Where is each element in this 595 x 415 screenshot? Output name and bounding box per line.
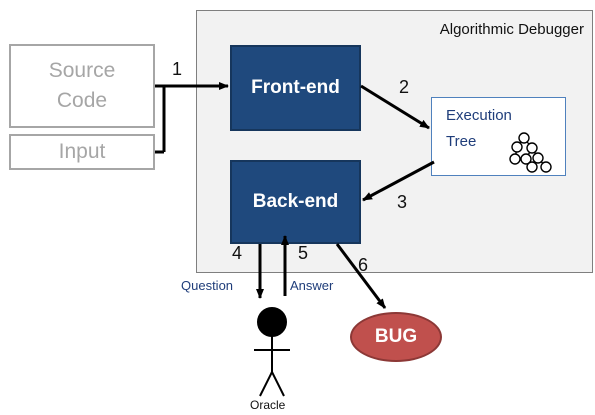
back-end-box: Back-end (230, 160, 361, 244)
front-end-box: Front-end (230, 45, 361, 131)
step-5: 5 (298, 243, 309, 263)
arrow-6 (335, 243, 387, 309)
tree-icon (509, 132, 552, 173)
bug-ellipse: BUG (350, 312, 442, 362)
bug-label: BUG (374, 326, 418, 347)
step-1: 1 (172, 59, 183, 79)
container-title: Algorithmic Debugger (439, 21, 584, 38)
source-code-line2: Code (56, 89, 108, 112)
step-6: 6 (358, 255, 369, 275)
input-label: Input (58, 140, 106, 163)
question-label: Question (181, 278, 234, 293)
stick-figure-icon (254, 307, 290, 397)
execution-tree-line1: Execution (446, 107, 512, 124)
answer-label: Answer (290, 278, 334, 293)
execution-tree-line2: Tree (446, 133, 477, 150)
arrow-3 (362, 160, 435, 202)
front-end-label: Front-end (251, 77, 340, 98)
back-end-label: Back-end (252, 191, 339, 212)
step-4: 4 (232, 243, 243, 263)
input-box: Input (9, 134, 155, 170)
step-3: 3 (397, 192, 408, 212)
oracle-label: Oracle (250, 398, 286, 412)
source-code-box: Source Code (9, 44, 155, 128)
arrow-2 (360, 84, 430, 130)
source-code-line1: Source (48, 59, 116, 82)
step-2: 2 (399, 77, 410, 97)
arrow-1-inputs (155, 82, 229, 154)
